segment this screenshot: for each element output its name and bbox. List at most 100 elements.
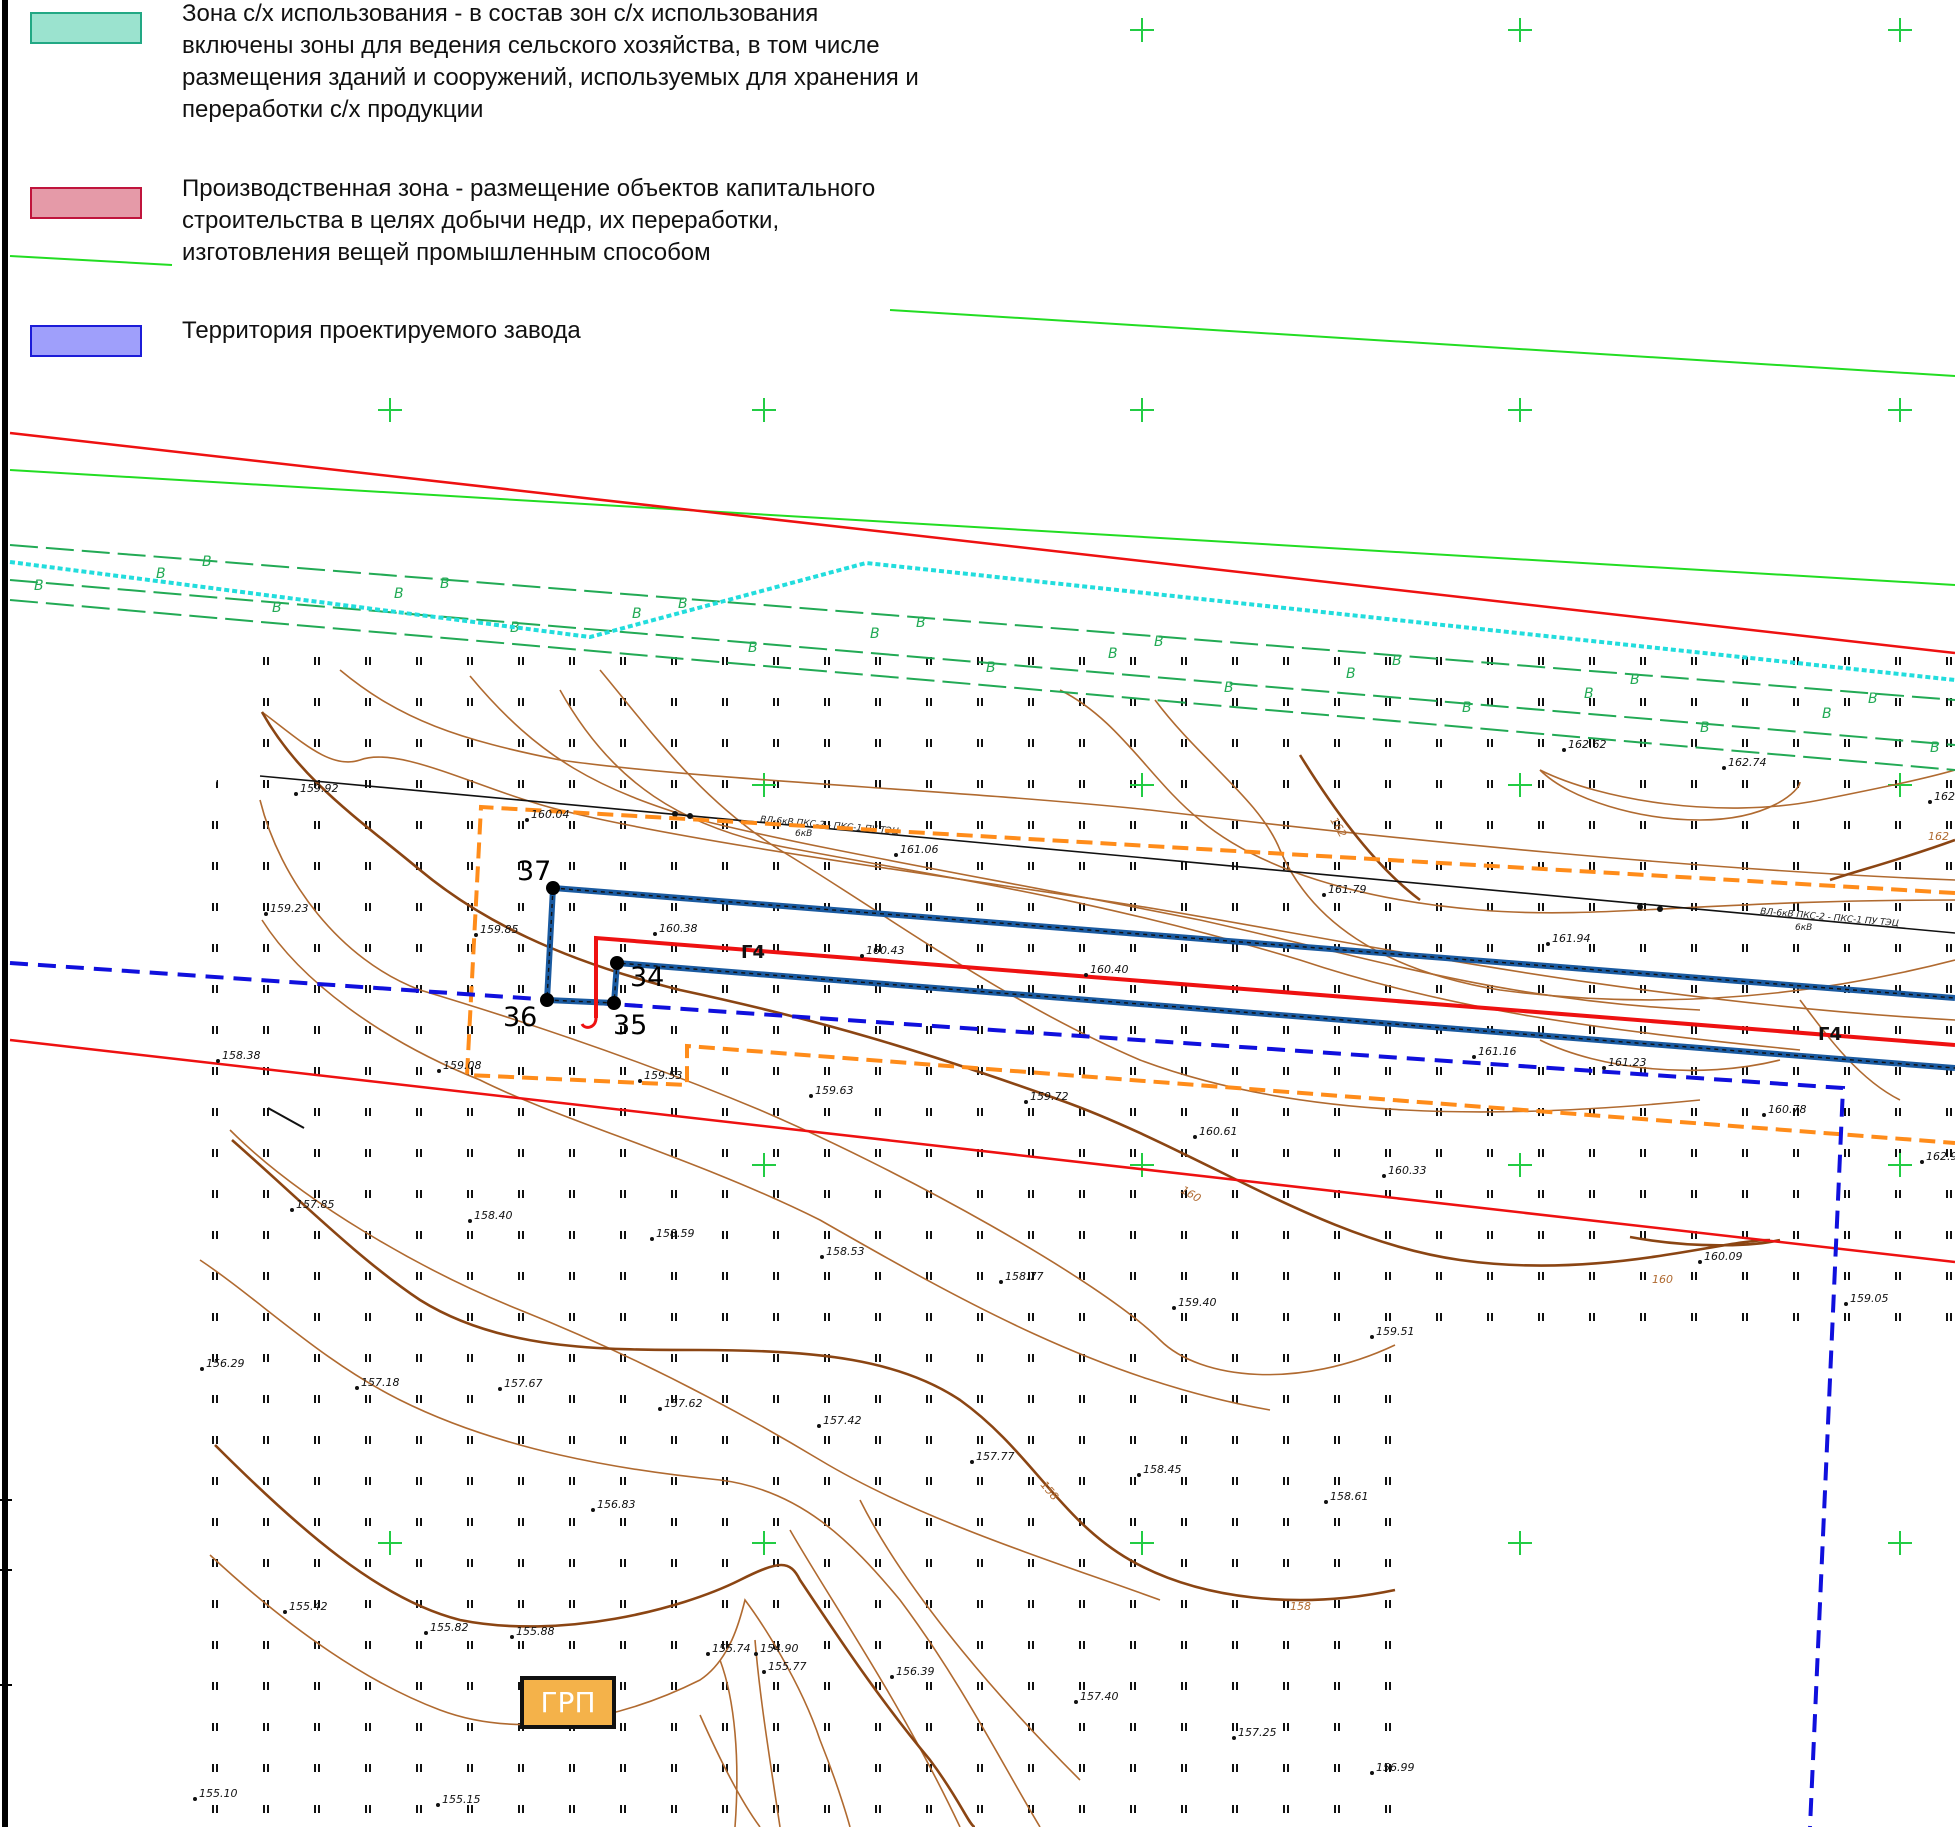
gas-pipeline-label-g4: Г4	[741, 942, 765, 963]
blue-dashed-boundary	[9, 961, 1846, 1827]
svg-text:В: В	[916, 615, 926, 631]
spot-height-label: 157.67	[504, 1377, 543, 1390]
spot-height-label: 160.78	[1768, 1103, 1807, 1116]
spot-height-point	[200, 1367, 204, 1371]
spot-height-label: 161.79	[1328, 883, 1367, 896]
grp-building	[520, 1676, 616, 1729]
spot-height-point	[525, 818, 529, 822]
power-line-sub-label-east: 6кВ	[1795, 923, 1812, 933]
spot-height-point	[820, 1255, 824, 1259]
spot-height-label: 155.88	[516, 1625, 555, 1638]
spot-height-label: 159.92	[300, 782, 339, 795]
spot-height-label: 158.77	[1005, 1270, 1044, 1283]
spot-height-point	[999, 1280, 1003, 1284]
svg-text:В: В	[272, 600, 282, 616]
spot-height-label: 157.62	[664, 1397, 703, 1410]
svg-text:В: В	[1224, 680, 1234, 696]
spot-height-label: 159.85	[480, 923, 519, 936]
corner-label-35: 35	[613, 1010, 647, 1041]
spot-height-point	[970, 1460, 974, 1464]
svg-text:В: В	[1154, 634, 1164, 650]
spot-height-point	[1324, 1500, 1328, 1504]
spot-height-label: 161.06	[900, 843, 939, 856]
spot-height-point	[1370, 1335, 1374, 1339]
green-zone-line-upper	[889, 309, 1955, 377]
spot-height-point	[436, 1803, 440, 1807]
red-zone-line-south	[9, 1038, 1955, 1264]
spot-height-label: 158.38	[222, 1049, 261, 1062]
spot-height-label: 162.62	[1568, 738, 1607, 751]
spot-height-point	[1172, 1306, 1176, 1310]
green-zone-line-lower	[9, 469, 1955, 586]
spot-height-label: 159.08	[443, 1059, 482, 1072]
spot-height-point	[1562, 748, 1566, 752]
water-pipeline-lines	[9, 544, 1955, 771]
contour-label-158-south: 158	[1290, 1600, 1311, 1613]
spot-height-point	[1382, 1174, 1386, 1178]
spot-height-label: 160.61	[1199, 1125, 1238, 1138]
spot-height-label: 159.72	[1030, 1090, 1069, 1103]
gas-pipeline-end-mark	[580, 1017, 598, 1029]
svg-text:В: В	[632, 606, 642, 622]
spot-height-label: 155.82	[430, 1621, 469, 1634]
svg-text:В: В	[1930, 740, 1940, 756]
spot-height-label: 161.23	[1608, 1056, 1647, 1069]
spot-height-point	[424, 1631, 428, 1635]
spot-height-label: 159.40	[1178, 1296, 1217, 1309]
spot-height-point	[754, 1652, 758, 1656]
major-contour-lines	[214, 711, 1955, 1827]
legend-text-plant-territory: Территория проектируемого завода	[182, 317, 581, 344]
spot-height-point	[510, 1635, 514, 1639]
spot-height-point	[1024, 1100, 1028, 1104]
spot-height-point	[1546, 942, 1550, 946]
spot-height-point	[650, 1237, 654, 1241]
spot-height-label: 159.51	[1376, 1325, 1415, 1338]
contour-label-160-east: 160	[1652, 1273, 1673, 1286]
corner-label-37: 37	[517, 856, 551, 887]
svg-text:В: В	[1868, 691, 1878, 707]
spot-height-point	[890, 1675, 894, 1679]
spot-height-point	[1370, 1771, 1374, 1775]
corner-label-36: 36	[503, 1002, 537, 1033]
svg-text:В: В	[202, 554, 212, 570]
svg-text:В: В	[748, 640, 758, 656]
spot-height-label: 160.43	[866, 944, 905, 957]
spot-height-label: 160.04	[531, 808, 570, 821]
spot-height-label: 162.92	[1926, 1150, 1955, 1163]
spot-height-label: 160.33	[1388, 1164, 1427, 1177]
corner-label-34: 34	[630, 962, 664, 993]
svg-text:В: В	[678, 596, 688, 612]
spot-height-point	[762, 1670, 766, 1674]
spot-height-label: 159.53	[644, 1069, 683, 1082]
spot-height-label: 155.42	[289, 1600, 328, 1613]
spot-height-point	[1844, 1302, 1848, 1306]
spot-height-label: 155.10	[199, 1787, 238, 1800]
spot-height-label: 157.40	[1080, 1690, 1119, 1703]
orange-dashed-boundary	[464, 804, 1955, 1145]
spot-height-label: 158.53	[826, 1245, 865, 1258]
spot-height-label: 155.74	[712, 1642, 751, 1655]
legend-swatch-plant-territory	[30, 325, 142, 357]
legend-swatch-industrial-zone	[30, 187, 142, 219]
spot-height-point	[283, 1610, 287, 1614]
spot-height-point	[1232, 1736, 1236, 1740]
spot-height-label: 158.45	[1143, 1463, 1182, 1476]
power-line-sub-label: 6кВ	[795, 829, 812, 839]
svg-text:В: В	[1392, 653, 1402, 669]
spot-height-point	[591, 1508, 595, 1512]
gas-pipeline-label-g4-east: Г4	[1818, 1024, 1842, 1045]
spot-height-label: 156.83	[597, 1498, 636, 1511]
grp-label: ГРП	[540, 1686, 595, 1719]
spot-height-label: 157.25	[1238, 1726, 1277, 1739]
spot-height-label: 162.74	[1728, 756, 1767, 769]
svg-text:В: В	[1700, 720, 1710, 736]
spot-height-label: 157.42	[823, 1414, 862, 1427]
svg-text:В: В	[440, 576, 450, 592]
spot-height-point	[1084, 973, 1088, 977]
spot-height-label: 155.15	[442, 1793, 481, 1806]
spot-height-point	[1472, 1055, 1476, 1059]
svg-text:В: В	[156, 566, 166, 582]
spot-height-label: 159.05	[1850, 1292, 1889, 1305]
spot-height-point	[193, 1797, 197, 1801]
